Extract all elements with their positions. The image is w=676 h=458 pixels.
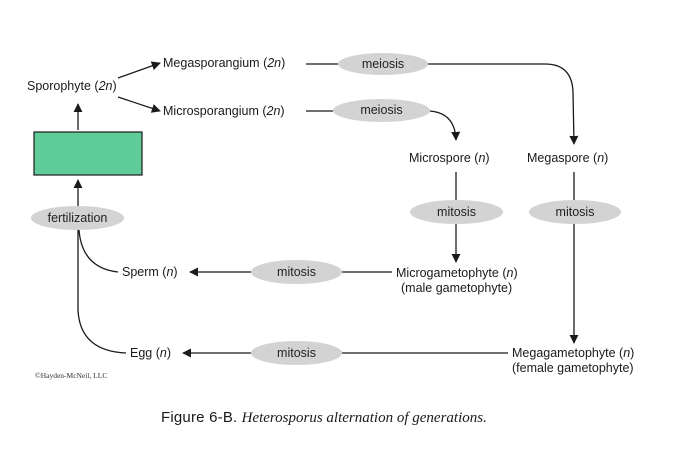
mitosis-pill-megaspore: mitosis bbox=[529, 200, 621, 224]
megasporangium-label: Megasporangium (2n) bbox=[163, 56, 286, 70]
arrow-microsporangium-microspore bbox=[306, 110, 456, 140]
megagametophyte-note: (female gametophyte) bbox=[512, 361, 634, 375]
microspore-label: Microspore (n) bbox=[409, 151, 490, 165]
sporophyte-label: Sporophyte (2n) bbox=[27, 79, 117, 93]
zygote-box bbox=[33, 131, 143, 176]
arrow-sporophyte-megasporangium bbox=[117, 61, 161, 79]
egg-label: Egg (n) bbox=[130, 346, 172, 360]
megaspore-label: Megaspore (n) bbox=[527, 151, 609, 165]
meiosis-pill-microsporangium: meiosis bbox=[333, 99, 430, 122]
microgametophyte-label: Microgametophyte (n) bbox=[396, 266, 518, 280]
arrow-sporophyte-microsporangium bbox=[117, 96, 161, 113]
line-egg-fertilization bbox=[77, 230, 127, 354]
mitosis-pill-microspore: mitosis bbox=[410, 200, 503, 224]
sperm-label: Sperm (n) bbox=[122, 265, 178, 279]
line-sperm-fertilization bbox=[78, 229, 119, 273]
figure-caption: Figure 6-B. Heterosporus alternation of … bbox=[161, 409, 487, 427]
meiosis-pill-megasporangium: meiosis bbox=[338, 53, 428, 75]
figure-title: Heterosporus alternation of generations. bbox=[241, 410, 487, 426]
mitosis-pill-egg: mitosis bbox=[251, 341, 342, 365]
megagametophyte-label: Megagametophyte (n) bbox=[512, 346, 635, 360]
fertilization-pill: fertilization bbox=[31, 206, 124, 230]
microgametophyte-note: (male gametophyte) bbox=[401, 281, 513, 295]
copyright-notice: ©Hayden-McNeil, LLC bbox=[35, 371, 108, 380]
microsporangium-label: Microsporangium (2n) bbox=[163, 104, 285, 118]
arrow-megasporangium-megaspore bbox=[306, 63, 574, 144]
mitosis-pill-sperm: mitosis bbox=[251, 260, 342, 284]
figure-number: Figure 6-B. bbox=[161, 409, 238, 426]
